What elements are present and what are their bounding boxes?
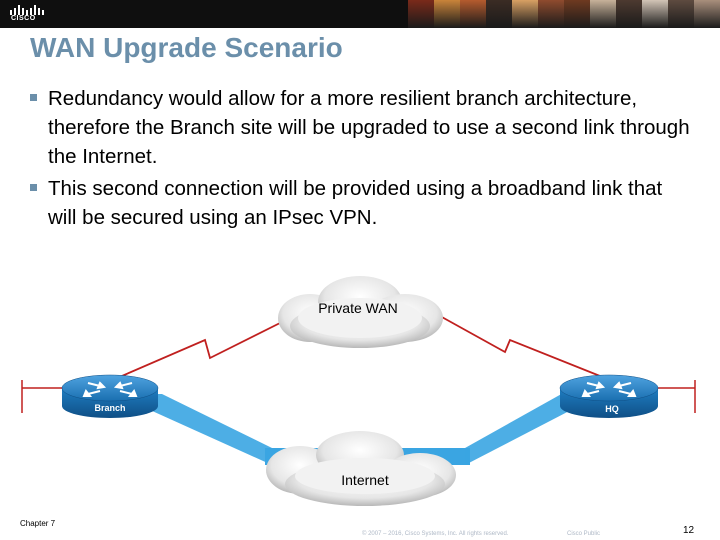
bullet-marker <box>30 94 37 101</box>
header-photo <box>408 0 434 28</box>
header-photo <box>694 0 720 28</box>
header-photo <box>564 0 590 28</box>
bullet-list: Redundancy would allow for a more resili… <box>30 84 690 235</box>
broadband-link-hq <box>465 392 575 465</box>
private-wan-cloud <box>278 276 443 348</box>
broadband-link-branch <box>150 394 272 465</box>
lan-link-hq <box>658 380 696 413</box>
internet-cloud <box>266 431 456 506</box>
header-photo <box>512 0 538 28</box>
branch-router: Branch <box>61 374 159 418</box>
serial-link-hq <box>439 315 611 381</box>
logo-text: CISCO <box>11 15 36 22</box>
footer-classification: Cisco Public <box>567 531 601 537</box>
photo-strip <box>408 0 720 28</box>
header-photo <box>642 0 668 28</box>
router-arrows-icon <box>581 381 637 397</box>
branch-label: Branch <box>94 403 125 413</box>
bullet-item: Redundancy would allow for a more resili… <box>30 84 690 171</box>
header-photo <box>434 0 460 28</box>
bullet-marker <box>30 184 37 191</box>
bullet-text: Redundancy would allow for a more resili… <box>48 87 690 168</box>
header-photo <box>538 0 564 28</box>
cisco-bars-icon <box>10 5 44 15</box>
header-photo <box>486 0 512 28</box>
header-photo <box>590 0 616 28</box>
header-photo <box>460 0 486 28</box>
internet-label: Internet <box>341 472 389 488</box>
cisco-logo: CISCO <box>8 3 48 25</box>
router-arrows-icon <box>82 381 138 397</box>
lan-link-branch <box>21 380 62 413</box>
serial-link-branch <box>107 313 299 383</box>
bullet-text: This second connection will be provided … <box>48 177 663 229</box>
page-number: 12 <box>683 525 695 536</box>
private-wan-label: Private WAN <box>318 300 398 316</box>
wan-diagram: Private WAN Internet Branch <box>21 276 696 506</box>
hq-router: HQ <box>559 374 659 418</box>
slide-title: WAN Upgrade Scenario <box>30 32 343 63</box>
footer-chapter: Chapter 7 <box>20 519 56 528</box>
header-photo <box>616 0 642 28</box>
footer-copyright: © 2007 – 2016, Cisco Systems, Inc. All r… <box>362 531 509 537</box>
header-bar: CISCO <box>0 0 720 28</box>
bullet-item: This second connection will be provided … <box>30 174 690 232</box>
header-photo <box>668 0 694 28</box>
hq-label: HQ <box>605 404 619 414</box>
